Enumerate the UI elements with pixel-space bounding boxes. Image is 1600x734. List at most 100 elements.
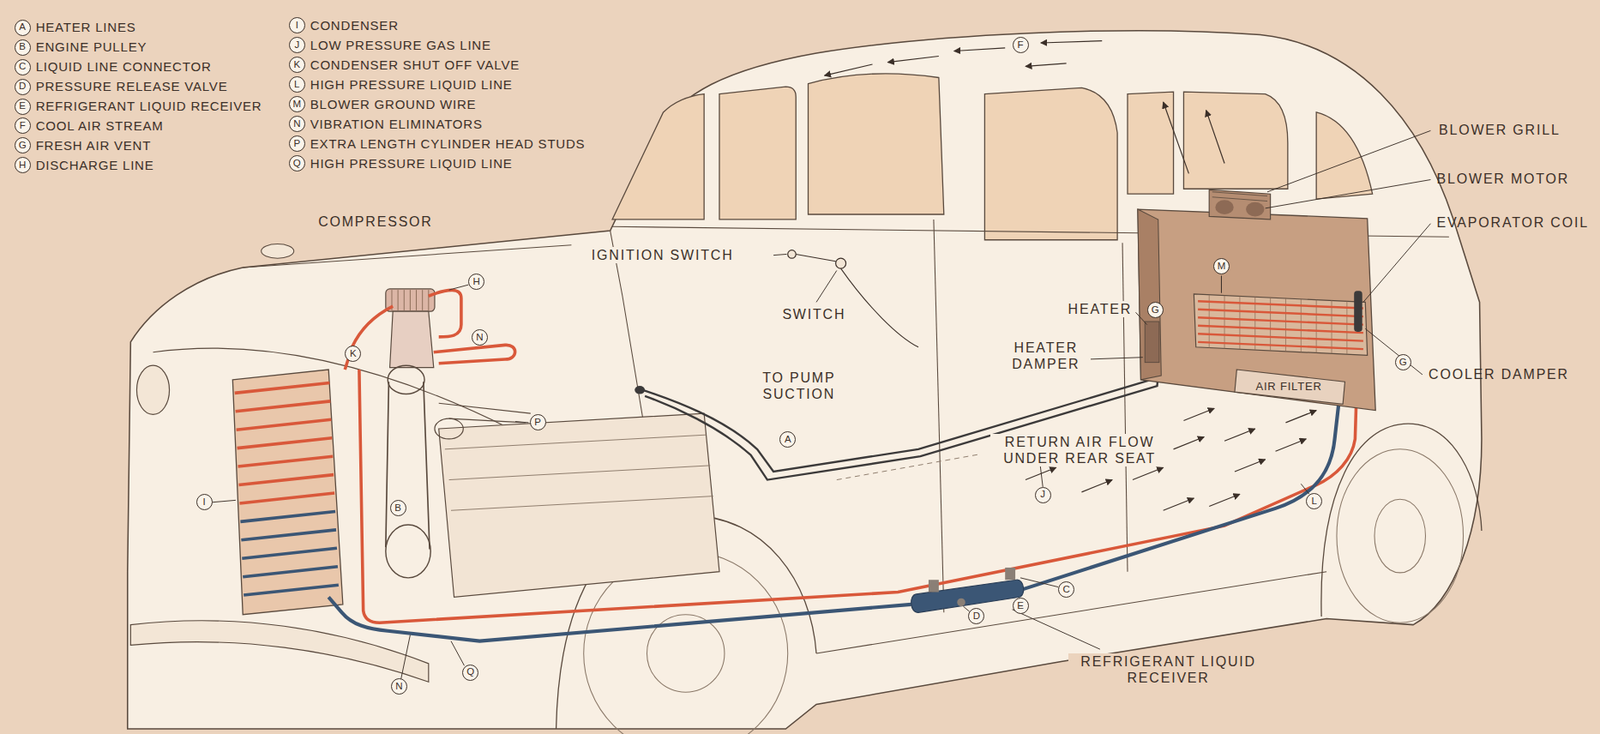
condenser xyxy=(232,369,343,615)
condenser-tube xyxy=(235,401,331,412)
door-line xyxy=(933,219,945,613)
compressor-head xyxy=(385,288,435,312)
legend-text: ENGINE PULLEY xyxy=(36,39,148,55)
condenser-tube xyxy=(240,529,337,541)
blower-motor xyxy=(1245,202,1264,217)
leader-line xyxy=(212,499,236,502)
callout-letter: L xyxy=(294,79,300,91)
ground-wire xyxy=(1221,275,1222,293)
discharge-line xyxy=(344,306,393,370)
callout-letter: A xyxy=(784,434,792,446)
callout-letter: F xyxy=(1017,40,1024,51)
wheel-arch xyxy=(1321,423,1482,617)
window xyxy=(984,87,1118,240)
leader-line xyxy=(449,284,470,290)
part-label: IGNITION SWITCH xyxy=(589,246,736,264)
callout-letter: N xyxy=(475,332,483,343)
air-flow-arrow xyxy=(1173,437,1205,450)
callout-circle: M xyxy=(288,96,306,113)
callout-letter: M xyxy=(1217,261,1227,272)
air-flow-arrow xyxy=(1025,467,1057,480)
wire xyxy=(795,253,836,261)
callout-circle: N xyxy=(471,329,488,346)
callout-letter: Q xyxy=(466,667,475,678)
heater-unit xyxy=(1144,321,1160,363)
callout-letter: C xyxy=(18,61,26,73)
callout-circle: K xyxy=(288,56,306,73)
callout-circle: M xyxy=(1213,258,1230,275)
rear-wheel xyxy=(1336,449,1464,623)
compressor-pulley xyxy=(387,365,425,394)
leader-line xyxy=(1267,130,1431,192)
callout-letter: I xyxy=(202,497,205,508)
air-flow-arrow xyxy=(824,64,873,76)
part-label: TO PUMP SUCTION xyxy=(750,369,849,403)
callout-circle: Q xyxy=(462,664,479,681)
engine-block xyxy=(439,413,720,597)
callout-circle: J xyxy=(288,36,306,54)
leader-line xyxy=(1365,328,1423,375)
condenser-tube xyxy=(238,475,334,486)
callout-letter: E xyxy=(18,101,26,112)
air-flow-arrow xyxy=(1234,459,1266,472)
condenser-tube xyxy=(242,566,338,578)
part-label: SWITCH xyxy=(780,306,848,323)
callout-letter: H xyxy=(18,160,26,171)
pressure-valve xyxy=(956,598,966,608)
blower xyxy=(1209,189,1270,220)
callout-letter: F xyxy=(19,120,26,132)
blower-motor xyxy=(1215,199,1234,215)
air-flow-arrow xyxy=(1081,480,1113,493)
callout-circle: P xyxy=(288,135,306,152)
leader-line xyxy=(1020,577,1059,588)
leader-line xyxy=(1300,483,1310,494)
leader-line xyxy=(1012,609,1101,650)
condenser-tube xyxy=(240,511,336,522)
callout-circle: P xyxy=(529,414,547,431)
part-label: COOLER DAMPER xyxy=(1428,366,1570,383)
compressor-body xyxy=(390,311,434,367)
callout-circle: I xyxy=(288,17,306,34)
callout-letter: P xyxy=(534,417,542,428)
condenser-tube xyxy=(236,419,332,430)
air-flow-arrow xyxy=(1275,439,1307,452)
switch xyxy=(836,258,847,269)
compressor-fins xyxy=(391,289,429,311)
ignition-switch xyxy=(787,250,797,259)
part-label: AIR FILTER xyxy=(1253,379,1324,394)
window xyxy=(1127,91,1174,194)
legend-text: CONDENSER SHUT OFF VALVE xyxy=(310,57,520,73)
air-flow-arrow xyxy=(1040,41,1102,43)
leader-line xyxy=(773,253,787,255)
window xyxy=(719,86,796,220)
callout-circle: N xyxy=(390,678,408,695)
leader-line xyxy=(451,641,464,667)
callout-circle: N xyxy=(288,115,306,133)
receiver-fitting xyxy=(928,579,939,592)
compartment-side xyxy=(1137,209,1161,380)
callout-letter: M xyxy=(293,99,302,110)
part-label: BLOWER GRILL xyxy=(1438,121,1561,139)
condenser-tube xyxy=(237,438,333,449)
callout-letter: E xyxy=(1016,601,1024,612)
leader-line xyxy=(1136,312,1148,325)
callout-circle: B xyxy=(14,39,31,56)
fan-pulley xyxy=(434,418,464,440)
callout-letter: I xyxy=(295,20,299,31)
evaporator-compartment xyxy=(1137,209,1376,411)
belt xyxy=(385,381,430,549)
callout-letter: Q xyxy=(293,158,301,169)
callout-circle: D xyxy=(14,78,31,96)
door-line xyxy=(1122,242,1128,572)
leader-line xyxy=(401,635,411,680)
leader-line xyxy=(515,421,529,423)
legend-text: PRESSURE RELEASE VALVE xyxy=(36,78,229,95)
leader-line xyxy=(962,606,969,612)
legend-text: LIQUID LINE CONNECTOR xyxy=(36,59,212,75)
legend-text: DISCHARGE LINE xyxy=(36,157,155,174)
legend-text: HIGH PRESSURE LIQUID LINE xyxy=(310,77,513,93)
callout-circle: E xyxy=(1012,597,1029,614)
callout-letter: K xyxy=(349,348,357,360)
window xyxy=(808,73,945,215)
